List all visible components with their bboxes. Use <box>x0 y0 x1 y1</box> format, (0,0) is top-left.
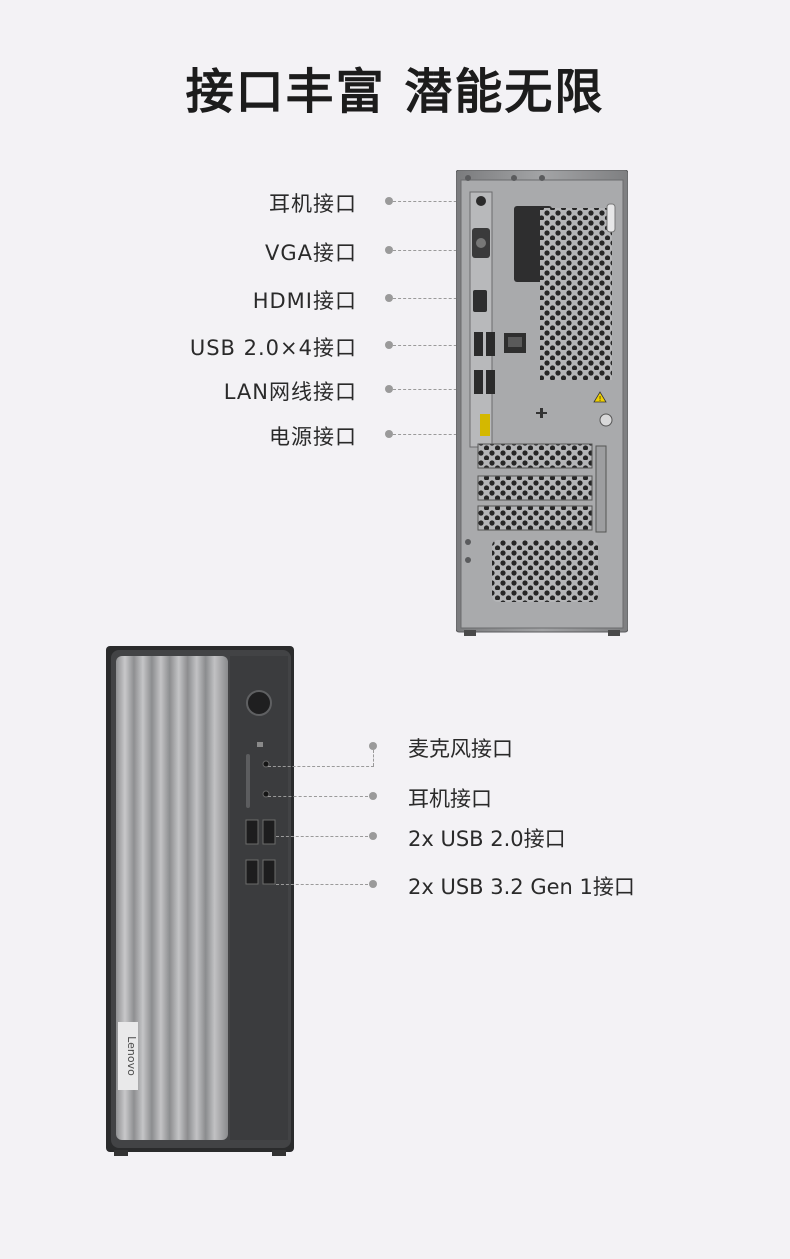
front-label-usb32: 2x USB 3.2 Gen 1接口 <box>408 875 635 899</box>
rear-label-vga: VGA接口 <box>264 241 357 265</box>
svg-text:!: ! <box>599 395 602 403</box>
leader-dot <box>369 880 377 888</box>
front-label-headphone: 耳机接口 <box>408 787 492 811</box>
leader-line <box>393 298 477 299</box>
leader-dot <box>385 341 393 349</box>
leader-dot <box>385 197 393 205</box>
rear-label-lan: LAN网线接口 <box>223 380 357 404</box>
leader-dot <box>369 792 377 800</box>
leader-dot <box>385 430 393 438</box>
leader-line <box>393 434 477 435</box>
leader-line <box>393 201 477 202</box>
leader-dot <box>385 294 393 302</box>
rear-label-headphone: 耳机接口 <box>269 192 357 216</box>
pc-front-illustration: Lenovo <box>106 646 294 1156</box>
leader-dot <box>369 742 377 750</box>
leader-dot <box>385 246 393 254</box>
front-label-usb20: 2x USB 2.0接口 <box>408 827 566 851</box>
leader-dot <box>385 385 393 393</box>
front-label-microphone: 麦克风接口 <box>408 737 513 761</box>
leader-line <box>393 389 477 390</box>
leader-line <box>393 250 477 251</box>
pc-rear-illustration: ! <box>456 170 628 636</box>
page-title: 接口丰富 潜能无限 <box>185 64 605 120</box>
leader-line <box>393 345 477 346</box>
rear-label-usb20: USB 2.0×4接口 <box>189 336 357 360</box>
leader-line <box>276 884 368 885</box>
lenovo-logo: Lenovo <box>125 1036 138 1076</box>
rear-label-hdmi: HDMI接口 <box>252 289 357 313</box>
leader-line <box>276 836 368 837</box>
leader-line <box>268 766 374 767</box>
leader-dot <box>369 832 377 840</box>
leader-line <box>268 796 368 797</box>
leader-line <box>373 750 374 766</box>
rear-label-power: 电源接口 <box>269 425 357 449</box>
